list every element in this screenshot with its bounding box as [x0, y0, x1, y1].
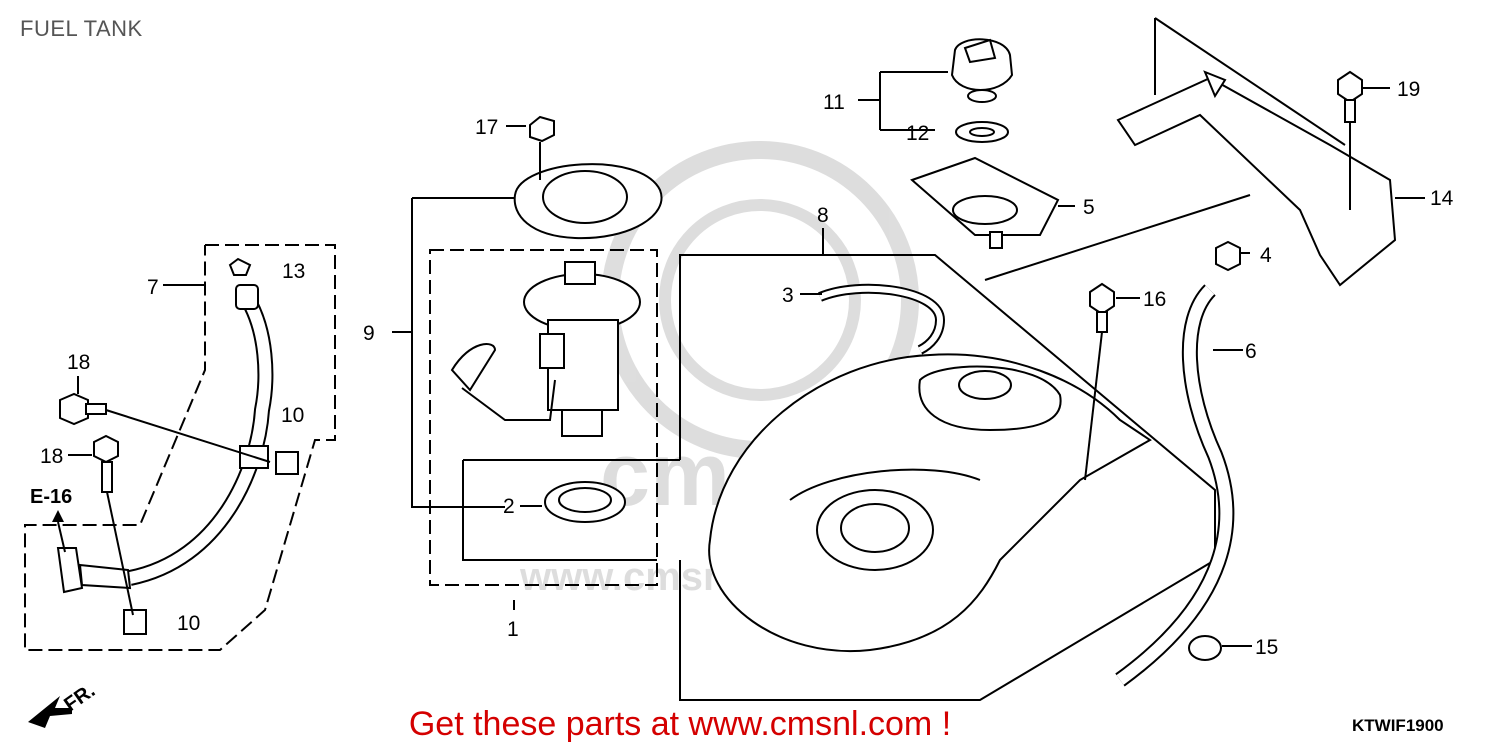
reference-label: E-16 [30, 486, 72, 508]
bolt-18-lower [68, 434, 134, 616]
callout-9: 9 [363, 322, 375, 345]
callout-4: 4 [1260, 244, 1272, 267]
parts-banner-text[interactable]: Get these parts at www.cmsnl.com ! [408, 705, 952, 743]
callout-18-upper: 18 [67, 351, 90, 374]
callout-17: 17 [475, 116, 498, 139]
small-parts-group [1084, 240, 1252, 687]
callout-18-lower: 18 [40, 445, 63, 468]
filler-cap-group [858, 38, 1075, 249]
callout-10-upper: 10 [281, 404, 304, 427]
callout-labels: 1 2 3 4 5 6 7 8 9 10 10 11 12 13 14 15 1… [40, 78, 1454, 659]
callout-14: 14 [1430, 187, 1454, 210]
callout-3: 3 [782, 284, 794, 307]
callout-15: 15 [1255, 636, 1278, 659]
reference-e16: E-16 [30, 486, 72, 553]
diagram-code: KTWIF1900 [1352, 716, 1444, 735]
callout-13: 13 [282, 260, 305, 283]
bolt-18-upper [59, 376, 271, 463]
callout-8: 8 [817, 204, 829, 227]
callout-11: 11 [823, 91, 845, 114]
callout-12: 12 [906, 122, 929, 145]
callout-1: 1 [507, 618, 519, 641]
parts-banner[interactable]: Get these parts at www.cmsnl.com ! [0, 705, 1500, 744]
fuel-tank-group [679, 228, 1216, 701]
callout-16: 16 [1143, 288, 1166, 311]
fuel-hose-group [24, 244, 336, 651]
callout-7: 7 [147, 276, 159, 299]
fuel-pump-group [392, 115, 680, 610]
callout-10-lower: 10 [177, 612, 200, 635]
page-title: FUEL TANK [20, 16, 143, 41]
callout-6: 6 [1245, 340, 1257, 363]
tank-bracket-group [984, 17, 1425, 287]
callout-2: 2 [503, 495, 515, 518]
callout-19: 19 [1397, 78, 1420, 101]
callout-5: 5 [1083, 196, 1095, 219]
